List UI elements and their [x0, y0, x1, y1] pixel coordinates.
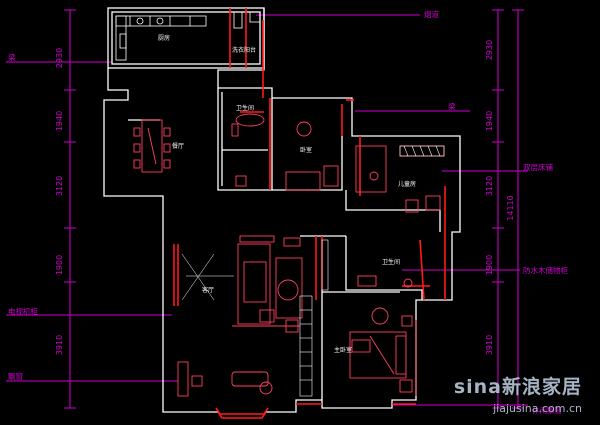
dim-total: 14110 — [506, 195, 515, 220]
room-labels: 厨房 洗衣阳台 餐厅 卫生间 卧室 儿童房 卫生间 客厅 主卧室 — [158, 34, 416, 354]
kids-bunk-bed — [355, 145, 387, 193]
room-living: 客厅 — [202, 286, 214, 294]
note-custom-cabinet: 防水木储物柜 — [523, 265, 568, 275]
room-laundry: 洗衣阳台 — [232, 46, 256, 54]
walls — [103, 7, 461, 413]
room-master: 主卧室 — [334, 346, 352, 354]
furniture — [133, 113, 445, 397]
note-double-bed: 双层床铺 — [523, 162, 553, 172]
piano — [177, 361, 189, 397]
room-bedroom-b: 卧室 — [300, 146, 312, 154]
dimension-labels-left: 2930 1940 3120 1900 3910 — [55, 48, 64, 355]
bedroom-b-bed — [285, 171, 321, 191]
tv-sightlines — [181, 253, 234, 301]
dimension-lines — [6, 9, 528, 409]
room-bath-b: 卫生间 — [382, 258, 400, 266]
master-bed — [349, 331, 407, 379]
dim-left-1: 1940 — [55, 111, 64, 131]
watermark-url: jiajusina.com.cn — [493, 402, 582, 415]
dimension-labels-right: 2930 1940 3120 1900 3910 14110 — [485, 40, 515, 355]
wardrobes — [299, 145, 445, 397]
dim-left-4: 3910 — [55, 335, 64, 355]
note-bay-window: 飘窗 — [8, 371, 23, 381]
watermark-logo: sina新浪家居 — [453, 376, 582, 398]
dim-right-4: 3910 — [485, 335, 494, 355]
dining-table — [141, 119, 163, 173]
red-walls — [173, 8, 446, 419]
dim-right-3: 1900 — [485, 255, 494, 275]
room-bath-a: 卫生间 — [236, 104, 254, 112]
dim-left-3: 1900 — [55, 255, 64, 275]
living-sofa — [237, 243, 271, 325]
room-kids: 儿童房 — [398, 180, 416, 188]
room-dining: 餐厅 — [172, 142, 184, 150]
note-chimney: 烟道 — [424, 9, 439, 19]
bathtub-a — [235, 113, 265, 127]
dim-left-2: 3120 — [55, 176, 64, 196]
dim-right-2: 3120 — [485, 176, 494, 196]
dim-left-0: 2930 — [55, 48, 64, 68]
dim-right-0: 2930 — [485, 40, 494, 60]
note-beam-left: 梁 — [8, 53, 16, 62]
room-kitchen: 厨房 — [158, 34, 170, 42]
kitchen-counter — [115, 11, 261, 61]
annotation-labels: 烟道 梁 梁 双层床铺 防水木储物柜 电视机柜 飘窗 休闲飘窗 — [8, 9, 568, 415]
note-tv-cabinet: 电视机柜 — [8, 306, 38, 316]
note-beam-right: 梁 — [448, 102, 456, 111]
dim-right-1: 1940 — [485, 111, 494, 131]
note-leisure-seat: 休闲飘窗 — [532, 405, 562, 415]
